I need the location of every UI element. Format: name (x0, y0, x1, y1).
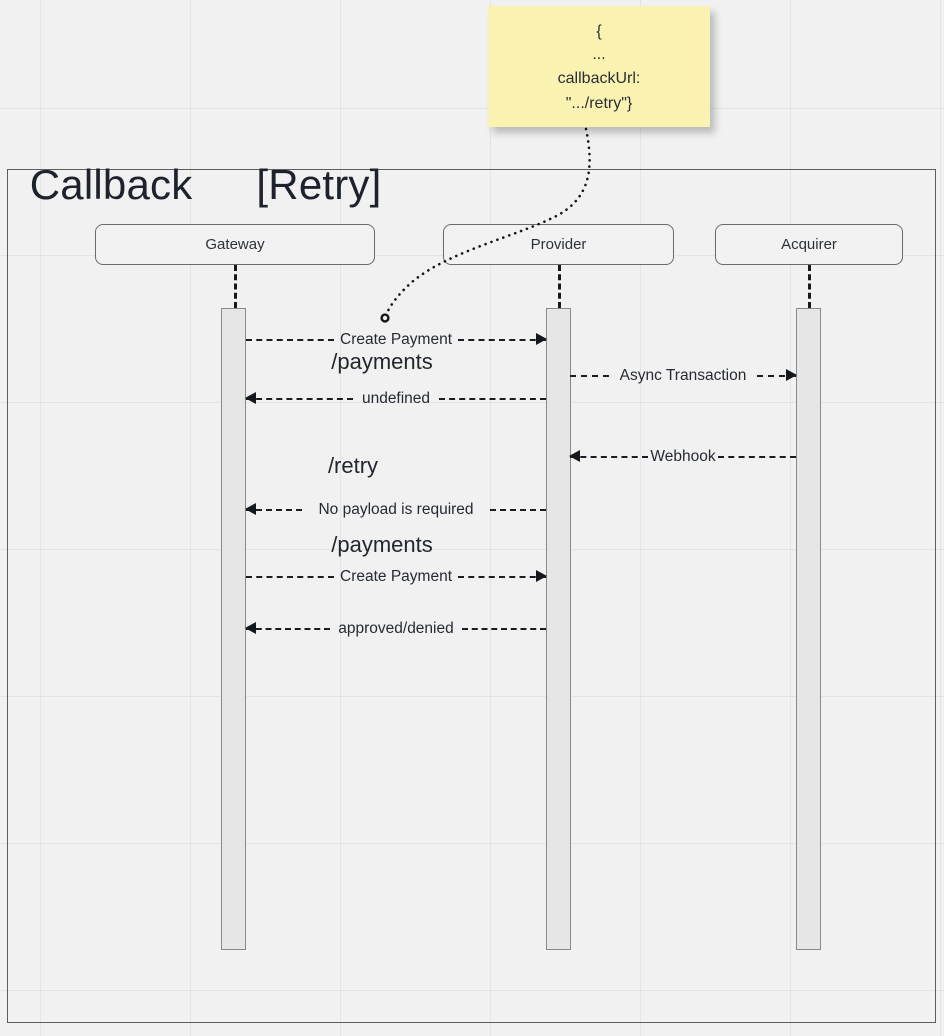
arrowhead-left-icon (245, 622, 256, 634)
sticky-note-line-1: ... (592, 44, 605, 66)
arrowhead-left-icon (245, 503, 256, 515)
message-create-payment-1[interactable]: Create Payment (246, 329, 546, 351)
lifeline-acquirer (808, 265, 811, 308)
message-line-left (246, 628, 330, 630)
sticky-note-line-3: ".../retry"} (566, 91, 632, 116)
sticky-note-line-0: { (596, 19, 601, 44)
arrowhead-right-icon (536, 570, 547, 582)
activation-bar-gateway[interactable] (221, 308, 246, 950)
message-line-left (246, 339, 334, 341)
page-title: Callback [Retry] (6, 113, 382, 209)
activation-bar-acquirer[interactable] (796, 308, 821, 950)
message-line-left (246, 398, 353, 400)
message-line-right (490, 509, 546, 511)
message-line-right (718, 456, 796, 458)
participant-box-gateway[interactable]: Gateway (95, 224, 375, 265)
path-note-payments-note-2: /payments (331, 532, 433, 558)
participant-box-provider[interactable]: Provider (443, 224, 674, 265)
message-line-right (462, 628, 546, 630)
participant-label-gateway: Gateway (205, 236, 264, 253)
message-line-right (458, 339, 546, 341)
message-undefined-reply[interactable]: undefined (246, 388, 546, 410)
message-line-left (246, 576, 334, 578)
lifeline-gateway (234, 265, 237, 308)
activation-bar-provider[interactable] (546, 308, 571, 950)
message-label-no-payload-required: No payload is required (314, 499, 477, 520)
message-label-async-transaction: Async Transaction (616, 365, 751, 386)
message-line-left (570, 456, 648, 458)
message-line-right (439, 398, 546, 400)
title-main-text: Callback (30, 161, 193, 208)
path-note-payments-note-1: /payments (331, 349, 433, 375)
message-line-right (458, 576, 546, 578)
lifeline-provider (558, 265, 561, 308)
message-label-undefined-reply: undefined (358, 388, 434, 409)
arrowhead-right-icon (786, 369, 797, 381)
message-approved-denied[interactable]: approved/denied (246, 618, 546, 640)
message-webhook[interactable]: Webhook (570, 446, 796, 468)
message-async-transaction[interactable]: Async Transaction (570, 365, 796, 387)
message-label-create-payment-1: Create Payment (336, 329, 456, 350)
arrowhead-left-icon (569, 450, 580, 462)
message-label-webhook: Webhook (646, 446, 719, 467)
message-line-left (570, 375, 609, 377)
sticky-note-line-2: callbackUrl: (558, 66, 641, 91)
participant-label-provider: Provider (531, 236, 587, 253)
participant-box-acquirer[interactable]: Acquirer (715, 224, 903, 265)
callback-url-sticky-note[interactable]: {...callbackUrl:".../retry"} (488, 6, 710, 127)
message-create-payment-2[interactable]: Create Payment (246, 566, 546, 588)
path-note-retry-note: /retry (328, 453, 378, 479)
message-label-approved-denied: approved/denied (334, 618, 458, 639)
arrowhead-left-icon (245, 392, 256, 404)
message-label-create-payment-2: Create Payment (336, 566, 456, 587)
arrowhead-right-icon (536, 333, 547, 345)
title-fragment-label: [Retry] (256, 161, 381, 208)
participant-label-acquirer: Acquirer (781, 236, 837, 253)
message-no-payload-required[interactable]: No payload is required (246, 499, 546, 521)
